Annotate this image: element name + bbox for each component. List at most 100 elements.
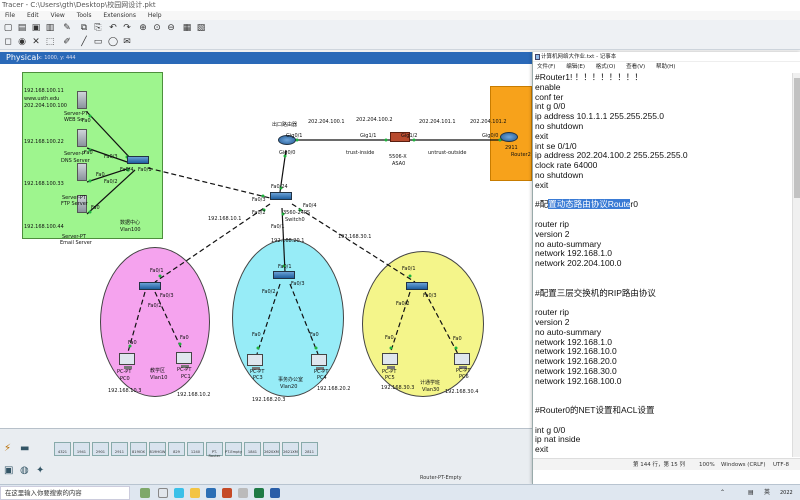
pc1-device[interactable] bbox=[176, 352, 192, 368]
model-829[interactable] bbox=[168, 442, 185, 456]
tab-physical[interactable]: Physical bbox=[6, 53, 39, 62]
sw30-fa02-label: Fa0/2 bbox=[396, 301, 410, 307]
file-explorer-icon[interactable] bbox=[190, 488, 200, 498]
device-template-icon[interactable]: ▧ bbox=[196, 23, 206, 33]
np-menu-format[interactable]: 格式(O) bbox=[595, 64, 616, 70]
taskbar-search-input[interactable]: 在这里输入你要搜索的内容 bbox=[0, 486, 130, 500]
app-icon[interactable] bbox=[238, 488, 248, 498]
notepad-line: network 192.168.30.0 bbox=[535, 365, 617, 376]
zoom-in-icon[interactable]: ⊕ bbox=[139, 23, 147, 33]
pc3-device[interactable] bbox=[247, 354, 263, 370]
model-2811[interactable] bbox=[301, 442, 318, 456]
vlan10-switch-device[interactable] bbox=[139, 282, 161, 290]
delete-icon[interactable]: ✕ bbox=[32, 37, 40, 47]
model-pt-router[interactable] bbox=[206, 442, 223, 456]
email-server-device[interactable] bbox=[77, 195, 87, 213]
model-2911[interactable] bbox=[111, 442, 128, 456]
packet-tracer-task-icon[interactable] bbox=[270, 488, 280, 498]
tray-arrow-icon[interactable]: ⌃ bbox=[720, 489, 726, 496]
copy-icon[interactable]: ⧉ bbox=[80, 23, 88, 33]
edge-browser-icon[interactable] bbox=[174, 488, 184, 498]
zoom-reset-icon[interactable]: ⊙ bbox=[153, 23, 161, 33]
note-icon[interactable]: ✐ bbox=[63, 37, 71, 47]
tray-language[interactable]: 英 bbox=[764, 489, 771, 496]
select-icon[interactable]: ◻ bbox=[4, 37, 12, 47]
link-dns-switch bbox=[86, 147, 131, 164]
model-2620xm[interactable] bbox=[263, 442, 280, 456]
study-area-zone bbox=[362, 251, 484, 397]
add-pdu-icon[interactable]: ✉ bbox=[123, 37, 131, 47]
model-2901[interactable] bbox=[92, 442, 109, 456]
line-suffix: r0 bbox=[630, 199, 638, 210]
vlan30-switch-device[interactable] bbox=[406, 282, 428, 290]
draw-rect-icon[interactable]: ▭ bbox=[93, 37, 103, 47]
model-2911-label: 2911 bbox=[114, 450, 125, 454]
model-1240[interactable] bbox=[187, 442, 204, 456]
connections-icon[interactable]: ◍ bbox=[20, 465, 29, 476]
zoom-out-icon[interactable]: ⊖ bbox=[167, 23, 175, 33]
components-icon[interactable]: ▣ bbox=[4, 465, 14, 476]
menu-extensions[interactable]: Extensions bbox=[103, 12, 136, 19]
menu-file[interactable]: File bbox=[5, 12, 16, 19]
menu-view[interactable]: View bbox=[50, 12, 65, 19]
router2-device[interactable] bbox=[500, 132, 518, 142]
palette-icon[interactable]: ▦ bbox=[182, 23, 192, 33]
powerpoint-icon[interactable] bbox=[222, 488, 232, 498]
logical-workspace[interactable]: 192.168.100.11 www.usth.edu 202.204.100.… bbox=[0, 64, 532, 428]
model-819hgw[interactable] bbox=[149, 442, 166, 456]
pc6-device[interactable] bbox=[454, 353, 470, 369]
notepad-scroll-thumb[interactable] bbox=[794, 78, 800, 198]
tray-clock[interactable]: 2022 bbox=[780, 490, 793, 496]
np-menu-help[interactable]: 帮助(H) bbox=[655, 64, 676, 70]
model-1941[interactable] bbox=[73, 442, 90, 456]
tray-network-icon[interactable]: ▤ bbox=[748, 489, 754, 496]
pc3-port-label: Fa0 bbox=[252, 332, 261, 338]
pc0-device[interactable] bbox=[119, 353, 135, 369]
word-icon[interactable] bbox=[206, 488, 216, 498]
undo-icon[interactable]: ↶ bbox=[109, 23, 117, 33]
model-pt-empty[interactable] bbox=[225, 442, 242, 456]
activity-wizard-icon[interactable]: ✎ bbox=[63, 23, 71, 33]
core-switch-device[interactable] bbox=[270, 192, 292, 200]
dns-server-device[interactable] bbox=[77, 129, 87, 147]
draw-line-icon[interactable]: ╱ bbox=[81, 37, 87, 47]
ftp-server-device[interactable] bbox=[77, 163, 87, 181]
inspect-icon[interactable]: ◉ bbox=[18, 37, 26, 47]
vlan20-switch-device[interactable] bbox=[273, 271, 295, 279]
web-server-device[interactable] bbox=[77, 91, 87, 109]
draw-ellipse-icon[interactable]: ◯ bbox=[108, 37, 119, 47]
np-menu-edit[interactable]: 编辑(E) bbox=[566, 64, 585, 70]
save-icon[interactable]: ▣ bbox=[31, 23, 41, 33]
exit-router-device[interactable] bbox=[278, 135, 296, 145]
model-819iox[interactable] bbox=[130, 442, 147, 456]
notepad-scrollbar[interactable] bbox=[792, 73, 800, 457]
landscape-widget-icon[interactable] bbox=[140, 488, 150, 498]
datacenter-switch-device[interactable] bbox=[127, 156, 149, 164]
np-menu-file[interactable]: 文件(F) bbox=[537, 64, 556, 70]
menu-tools[interactable]: Tools bbox=[76, 12, 92, 19]
router-gig00-label: Gig0/0 bbox=[279, 150, 296, 156]
pc5-port-label: Fa0 bbox=[385, 335, 394, 341]
network-devices-icon[interactable]: ⚡ bbox=[4, 443, 12, 454]
new-file-icon[interactable]: ▢ bbox=[3, 23, 13, 33]
task-view-icon[interactable] bbox=[158, 488, 168, 498]
asa-firewall-device[interactable] bbox=[390, 132, 410, 142]
ftp-port-label: Fa0 bbox=[96, 172, 105, 178]
model-2621xm[interactable] bbox=[282, 442, 299, 456]
pc4-device[interactable] bbox=[311, 354, 327, 370]
print-icon[interactable]: ▥ bbox=[45, 23, 55, 33]
menu-edit[interactable]: Edit bbox=[26, 12, 39, 19]
model-1841[interactable] bbox=[244, 442, 261, 456]
paste-icon[interactable]: ⎘ bbox=[94, 23, 102, 33]
model-4321[interactable] bbox=[54, 442, 71, 456]
misc-icon[interactable]: ✦ bbox=[36, 465, 45, 476]
end-devices-icon[interactable]: ▬ bbox=[20, 443, 30, 454]
open-file-icon[interactable]: ▤ bbox=[17, 23, 27, 33]
resize-icon[interactable]: ⬚ bbox=[45, 37, 55, 47]
redo-icon[interactable]: ↷ bbox=[123, 23, 131, 33]
excel-icon[interactable] bbox=[254, 488, 264, 498]
pc5-device[interactable] bbox=[382, 353, 398, 369]
np-menu-view[interactable]: 查看(V) bbox=[626, 64, 646, 70]
menu-help[interactable]: Help bbox=[147, 12, 162, 19]
